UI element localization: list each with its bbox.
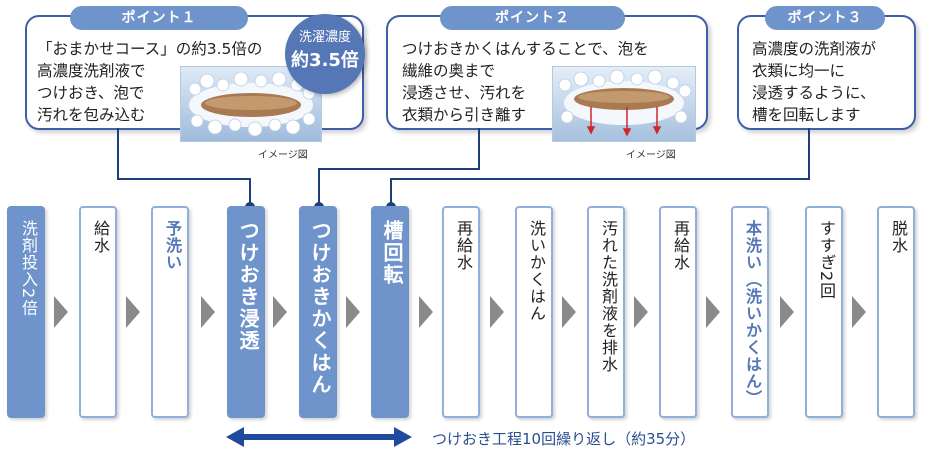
point1-line-2: 高濃度洗剤液で — [37, 62, 146, 80]
point1-foam-illustration — [180, 66, 322, 142]
point2-line-3: 浸透させ、汚れを — [402, 84, 527, 102]
step-refill: 再給水 — [442, 206, 480, 418]
step-label: つけおきかくはん — [308, 220, 332, 396]
step-detergent-double: 洗剤投入2倍 — [7, 206, 45, 418]
connector-point2-horizontal — [318, 168, 480, 170]
concentration-badge: 洗濯濃度 約3.5倍 — [285, 14, 365, 94]
point2-line-1: つけおきかくはんすることで、泡を — [402, 40, 649, 58]
connector-point3-drop — [390, 178, 392, 208]
point3-callout — [737, 15, 916, 130]
connector-point2-drop — [318, 168, 320, 208]
step-label: 再給水 — [454, 220, 473, 271]
point3-line-3: 浸透するように、 — [752, 84, 876, 102]
step-arrow-icon — [346, 296, 360, 328]
step-arrow-icon — [562, 296, 576, 328]
concentration-label: 洗濯濃度 — [298, 30, 351, 45]
connector-point2-vertical — [478, 128, 480, 170]
step-wash-agitation: 洗いかくはん — [515, 206, 553, 418]
step-arrow-icon — [126, 296, 140, 328]
concentration-value: 約3.5倍 — [291, 50, 359, 71]
point1-line-3: つけおき、泡で — [37, 84, 145, 102]
point1-badge: ポイント１ — [70, 6, 248, 30]
point3-line-4: 槽を回転します — [752, 106, 861, 124]
step-arrow-icon — [419, 296, 433, 328]
step-arrow-icon — [852, 296, 866, 328]
repeat-label: つけおき工程10回繰り返し（約35分） — [432, 430, 696, 448]
step-rinse-twice: すすぎ2回 — [805, 206, 843, 418]
step-refill-2: 再給水 — [659, 206, 697, 418]
step-prewash: 予洗い — [151, 206, 189, 418]
connector-point1-drop — [249, 178, 251, 208]
point2-line-2: 繊維の奥まで — [402, 62, 496, 80]
connector-point3-horizontal — [390, 178, 810, 180]
step-arrow-icon — [54, 296, 68, 328]
step-main-wash: 本洗い（洗いかくはん） — [731, 206, 769, 418]
step-soak-agitation: つけおきかくはん — [299, 206, 337, 418]
step-label: 洗いかくはん — [527, 220, 546, 322]
step-label: 本洗い（洗いかくはん） — [743, 220, 762, 407]
step-label: 洗剤投入2倍 — [19, 220, 38, 317]
step-arrow-icon — [273, 296, 287, 328]
step-soak-penetration: つけおき浸透 — [227, 206, 265, 418]
point2-image-caption: イメージ図 — [626, 150, 676, 161]
connector-point3-vertical — [808, 128, 810, 180]
step-arrow-icon — [201, 296, 215, 328]
repeat-double-arrow-icon — [226, 427, 412, 447]
step-label: 脱水 — [889, 220, 908, 254]
step-label: 予洗い — [163, 220, 182, 271]
step-drum-rotation: 槽回転 — [371, 206, 409, 418]
step-arrow-icon — [634, 296, 648, 328]
step-water-supply: 給水 — [79, 206, 117, 418]
point2-foam-illustration — [552, 66, 696, 142]
point3-line-2: 衣類に均一に — [752, 62, 846, 80]
step-label: 給水 — [91, 220, 110, 254]
step-arrow-icon — [490, 296, 504, 328]
step-spin-dry: 脱水 — [877, 206, 915, 418]
point2-badge: ポイント２ — [440, 6, 625, 30]
point3-line-1: 高濃度の洗剤液が — [752, 40, 877, 58]
step-arrow-icon — [780, 296, 794, 328]
point1-line-1: 「おまかせコース」の約3.5倍の — [37, 40, 263, 58]
point2-line-4: 衣類から引き離す — [402, 106, 527, 124]
point3-badge: ポイント３ — [765, 6, 885, 30]
step-arrow-icon — [706, 296, 720, 328]
connector-point1-horizontal — [117, 178, 251, 180]
step-label: すすぎ2回 — [817, 220, 836, 300]
step-label: 槽回転 — [380, 220, 404, 286]
step-drain-dirty-water: 汚れた洗剤液を排水 — [587, 206, 625, 418]
point1-image-caption: イメージ図 — [258, 150, 308, 161]
point1-line-4: 汚れを包み込む — [37, 106, 146, 124]
step-label: 汚れた洗剤液を排水 — [599, 220, 618, 373]
step-label: つけおき浸透 — [236, 220, 260, 352]
connector-point1-vertical — [117, 128, 119, 180]
step-label: 再給水 — [671, 220, 690, 271]
